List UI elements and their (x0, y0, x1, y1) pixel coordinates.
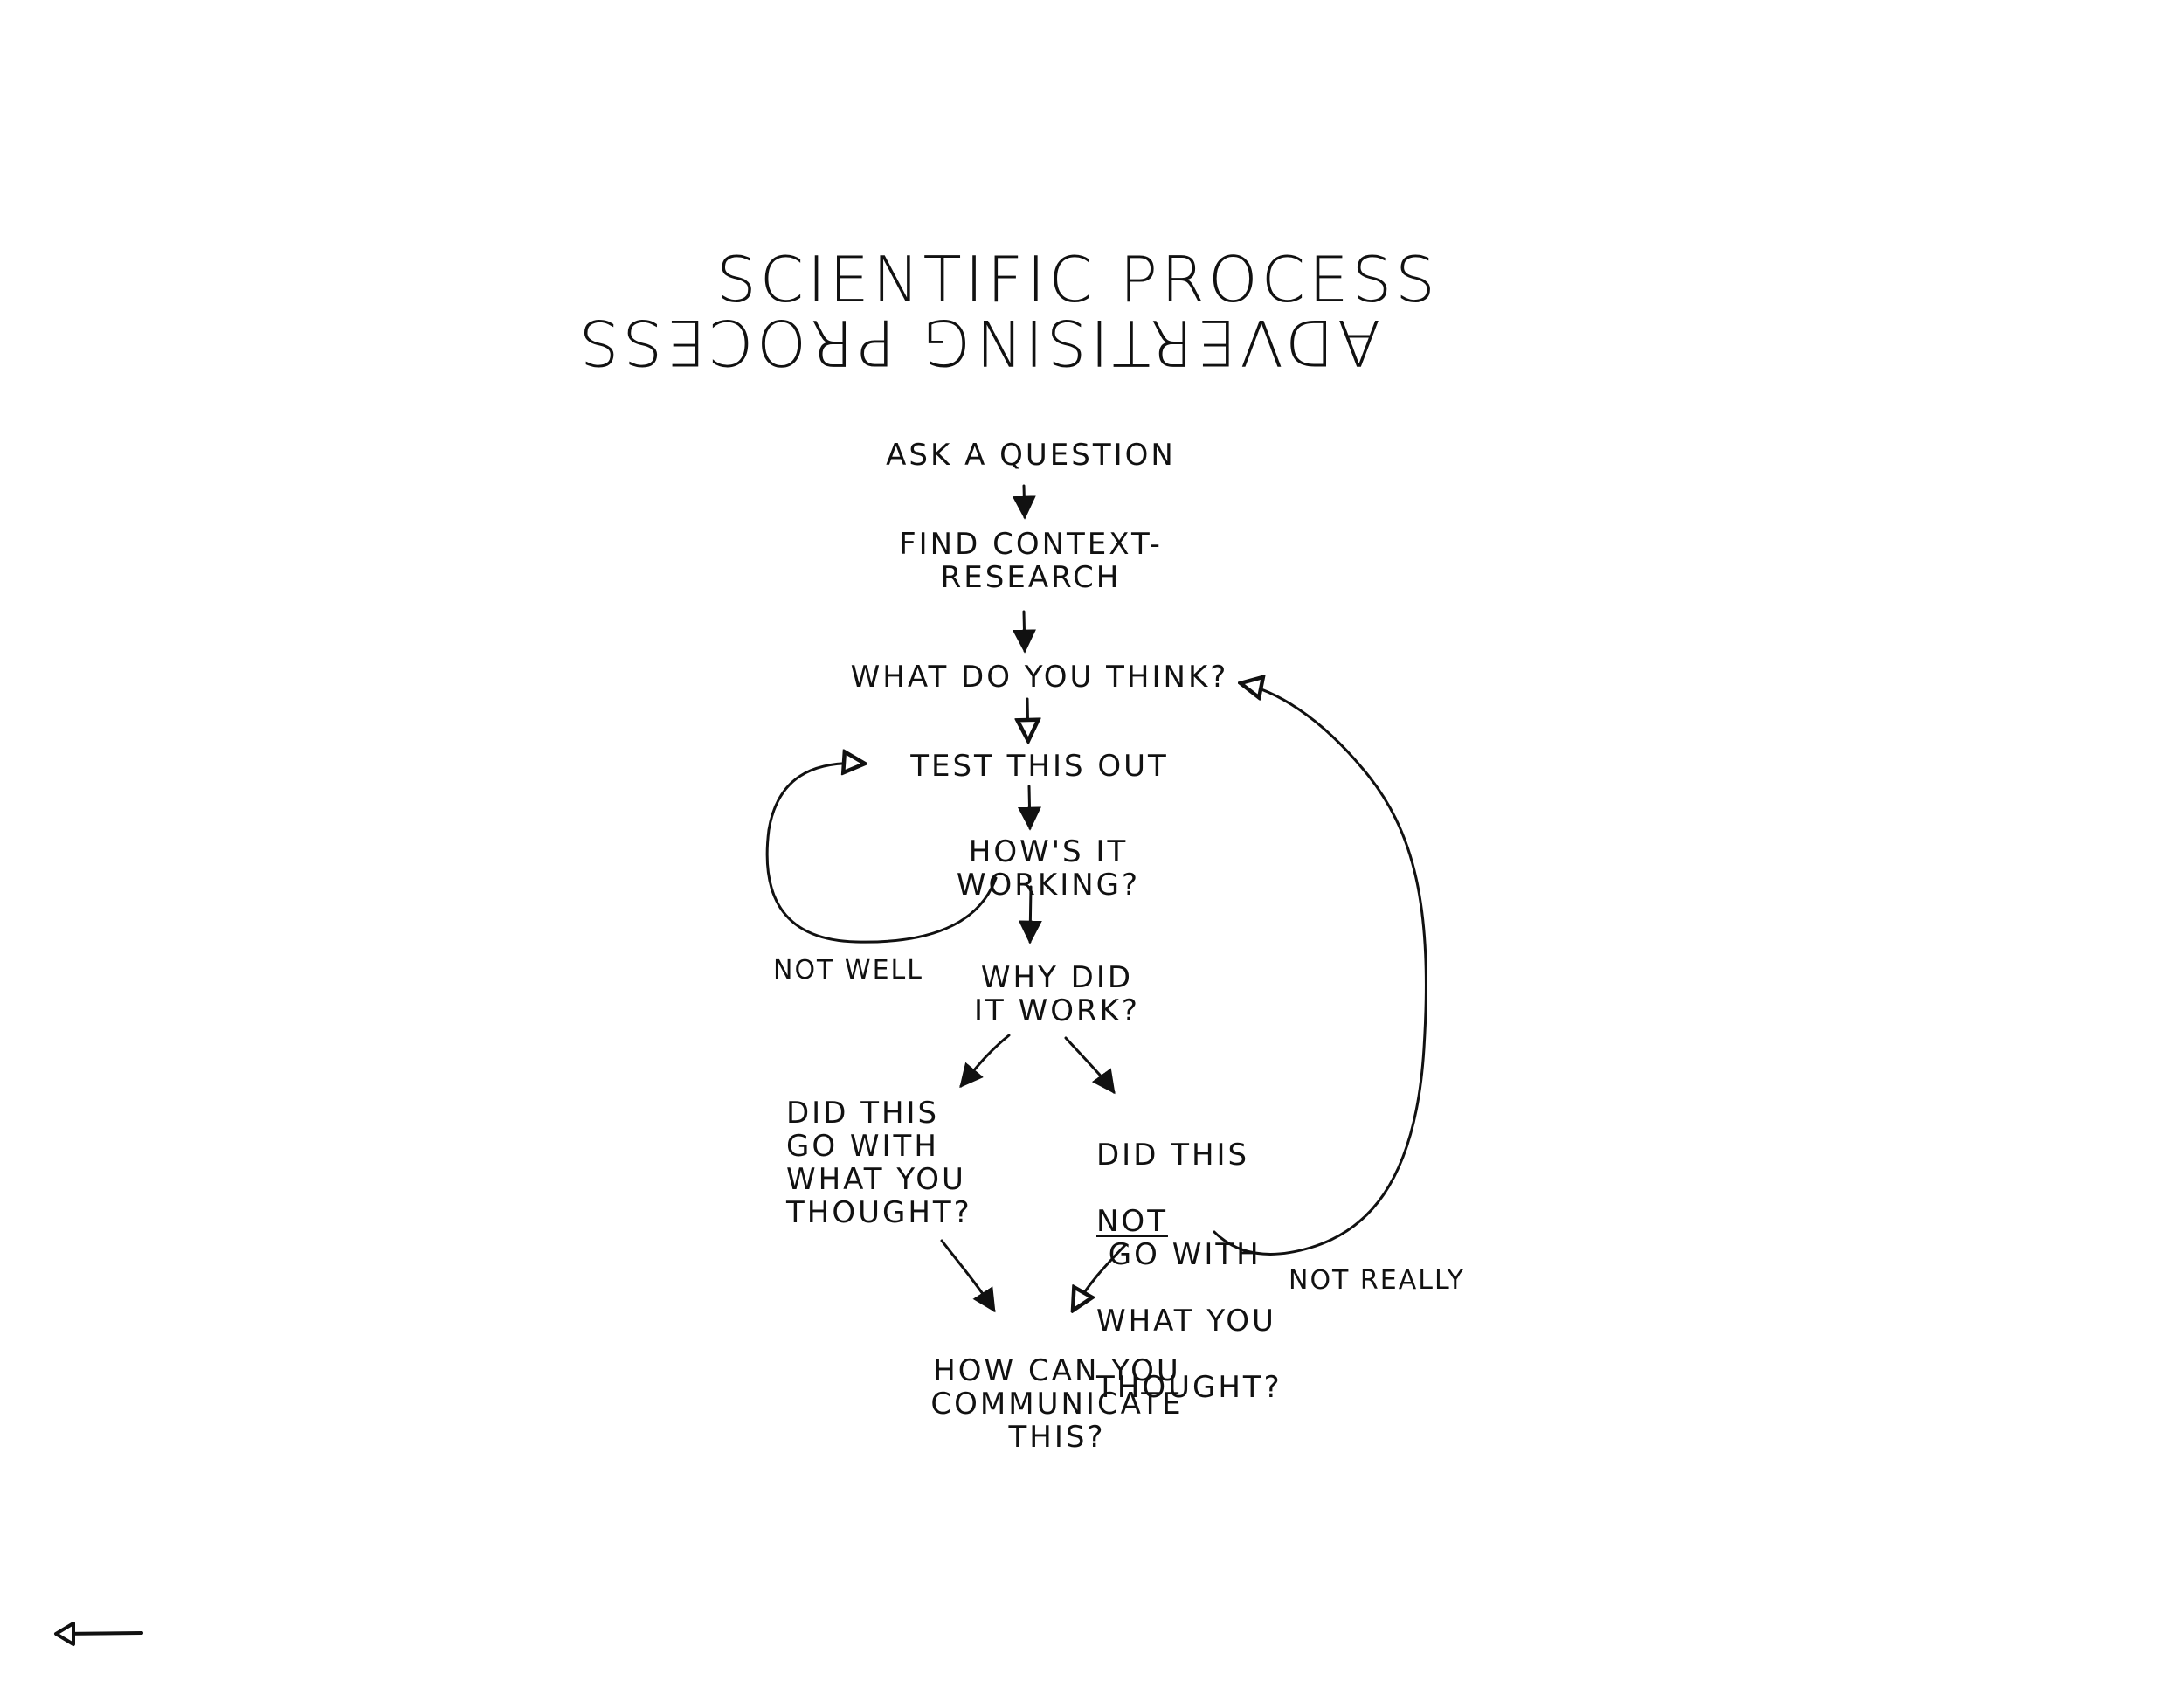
disagree-not-emphasis: NOT (1096, 1204, 1168, 1239)
arrow-ask-to-context (1012, 484, 1036, 520)
edge-label-not-well: NOT WELL (773, 955, 923, 986)
arrow-why-to-disagree (1064, 1036, 1116, 1095)
node-ask-question: ASK A QUESTION (886, 438, 1176, 473)
arrow-think-to-test (1027, 697, 1028, 741)
disagree-line-2: NOT GO WITH (1096, 1205, 1324, 1271)
node-did-this-not-agree: DID THIS NOT GO WITH WHAT YOU THOUGHT? (1096, 1105, 1324, 1437)
left-arrow-icon (54, 1622, 143, 1646)
arrow-test-to-working (1017, 785, 1041, 831)
node-what-do-you-think: WHAT DO YOU THINK? (850, 660, 1229, 695)
disagree-line-3: WHAT YOU (1096, 1304, 1276, 1339)
node-test-this-out: TEST THIS OUT (910, 749, 1169, 784)
arrow-disagree-to-communicate (1073, 1243, 1127, 1311)
node-how-can-you-communicate: HOW CAN YOU COMMUNICATE THIS? (930, 1353, 1184, 1455)
loop-not-really (1213, 683, 1427, 1256)
node-find-context: FIND CONTEXT- RESEARCH (899, 527, 1163, 595)
back-button[interactable] (44, 1608, 157, 1660)
arrow-context-to-think (1012, 610, 1036, 654)
node-why-did-it-work: WHY DID IT WORK? (974, 960, 1140, 1028)
disagree-line-4: THOUGHT? (1096, 1370, 1282, 1405)
node-did-this-agree: DID THIS GO WITH WHAT YOU THOUGHT? (786, 1096, 972, 1230)
arrow-agree-to-communicate (940, 1239, 996, 1313)
arrow-why-to-agree (959, 1034, 1011, 1089)
loop-not-well (765, 764, 998, 944)
diagram-title: SCIENTIFIC PROCESS (716, 243, 1439, 316)
node-hows-it-working: HOW'S IT WORKING? (956, 834, 1141, 903)
disagree-line-1: DID THIS (1096, 1138, 1250, 1173)
disagree-line-2-rest: GO WITH (1096, 1237, 1261, 1272)
arrow-working-to-why (1018, 885, 1042, 944)
edge-label-not-really: NOT REALLY (1289, 1265, 1466, 1296)
